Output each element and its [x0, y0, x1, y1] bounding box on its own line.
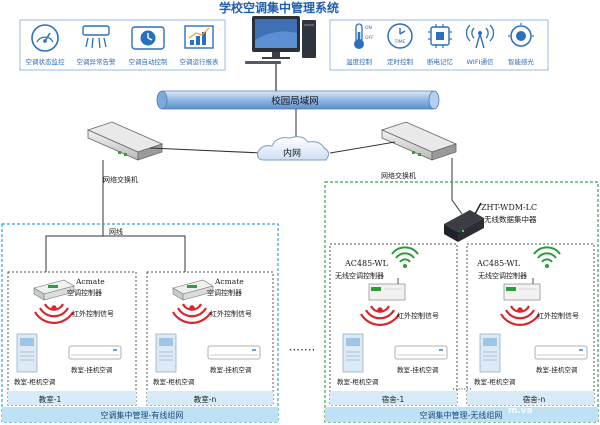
light-sensor-icon — [508, 23, 534, 47]
wireless-network-group: AC485-WL 无线空调控制器 红外控制信号 教 — [324, 181, 599, 423]
feature-power-memory: 断电记忆 — [427, 57, 454, 66]
intranet-cloud-icon: 内网 — [257, 136, 330, 161]
feature-status-monitor: 空调状态监控 — [26, 57, 66, 66]
wall-ac-icon — [394, 345, 448, 360]
feature-auto-control: 空调自动控制 — [129, 57, 169, 66]
off-label: OFF — [365, 35, 374, 41]
wall-ac-label: 教室-挂机空调 — [71, 365, 112, 374]
wired-group-footer: 空调集中管理-有线组网 — [101, 410, 184, 420]
computer-icon — [245, 16, 316, 64]
cabinet-ac-icon — [342, 333, 364, 373]
controller-name: 空调控制器 — [207, 288, 242, 297]
ir-signal-icon — [171, 302, 213, 325]
cabinet-ac-label: 教室-柜机空调 — [153, 377, 194, 386]
gateway-name: 无线数据集中器 — [484, 214, 537, 224]
timer-icon-text: TIME — [394, 39, 406, 45]
page-title: 学校空调集中管理系统 — [219, 0, 339, 15]
ac485-controller-icon — [503, 278, 541, 301]
controller-brand: Acmate — [214, 277, 244, 286]
wifi-signal-icon — [391, 246, 419, 268]
memory-chip-icon — [428, 24, 452, 48]
feature-alarm: 空调异常告警 — [77, 57, 117, 66]
left-feature-panel: 空调状态监控 空调异常告警 空调自动控制 空调运行报表 — [19, 19, 226, 71]
controller-brand: Acmate — [75, 277, 105, 286]
ir-signal-icon — [499, 304, 541, 327]
acmate-controller-icon — [172, 279, 214, 301]
wall-ac-label: 教室-挂机空调 — [397, 365, 438, 374]
room-name: 宿舍-1 — [382, 394, 405, 404]
wired-network-group: Acmate 空调控制器 红外控制信号 教室-柜机空调 教室-挂机空调 教室-1 — [1, 223, 279, 423]
cabinet-ac-icon — [155, 333, 177, 373]
ellipsis-separator: ······· — [289, 343, 316, 357]
campus-lan-bus: 校园局域网 — [156, 90, 440, 110]
ellipsis-separator-wireless: ······· — [452, 385, 472, 395]
wall-ac-icon — [534, 345, 588, 360]
feature-report: 空调运行报表 — [180, 57, 220, 66]
room-name: 教室-n — [194, 394, 217, 404]
wireless-room-1: AC485-WL 无线空调控制器 红外控制信号 教 — [329, 243, 458, 406]
on-label: ON — [365, 25, 372, 31]
wall-ac-icon — [207, 345, 261, 360]
wifi-tower-icon — [465, 24, 495, 49]
wall-ac-label: 教室-挂机空调 — [536, 365, 577, 374]
campus-lan-label: 校园局域网 — [271, 95, 319, 107]
cabinet-ac-label: 教室-柜机空调 — [474, 377, 515, 386]
room-name: 宿舍-n — [523, 394, 546, 404]
gateway-model: ZHT-WDM-LC — [481, 203, 537, 212]
ir-signal-label: 红外控制信号 — [537, 311, 579, 320]
feature-light-sensing: 智能感光 — [508, 57, 535, 66]
wireless-room-n: AC485-WL 无线空调控制器 红外控制信号 教 — [466, 243, 595, 406]
ir-signal-label: 红外控制信号 — [210, 309, 252, 318]
wall-ac-label: 教室-挂机空调 — [210, 365, 251, 374]
intranet-label: 内网 — [283, 147, 301, 159]
thermometer-icon: ON OFF — [354, 23, 374, 49]
right-feature-panel: ON OFF TIME — [329, 19, 549, 71]
controller-name: 无线空调控制器 — [335, 271, 384, 280]
wireless-group-footer: 空调集中管理-无线组网 — [420, 410, 503, 420]
ac-alarm-icon — [82, 25, 110, 49]
network-switch-right-icon — [380, 121, 458, 161]
wifi-signal-icon — [533, 246, 561, 268]
gauge-icon — [31, 24, 59, 52]
feature-temperature: 温度控制 — [346, 57, 373, 66]
cabinet-ac-icon — [16, 333, 38, 373]
clock-icon — [131, 26, 165, 50]
wireless-concentrator-icon — [444, 202, 484, 242]
cabinet-ac-icon — [479, 333, 501, 373]
wired-room-n: Acmate 空调控制器 红外控制信号 教室-柜机空调 教室-挂机空调 教室-n — [146, 271, 274, 406]
ir-signal-label: 红外控制信号 — [72, 309, 114, 318]
acmate-controller-icon — [33, 279, 75, 301]
cabinet-ac-label: 教室-柜机空调 — [337, 377, 378, 386]
ir-signal-icon — [33, 302, 75, 325]
timer-icon: TIME — [387, 23, 413, 49]
controller-name: 空调控制器 — [67, 288, 102, 297]
network-switch-left-icon — [86, 121, 164, 161]
ir-signal-label: 红外控制信号 — [397, 311, 439, 320]
ac485-controller-icon — [368, 278, 406, 301]
feature-timer: 定时控制 — [387, 57, 414, 66]
cabinet-ac-label: 教室-柜机空调 — [14, 377, 55, 386]
switch-left-label: 网络交换机 — [103, 175, 138, 184]
controller-model: AC485-WL — [476, 259, 521, 268]
switch-right-label: 网络交换机 — [381, 171, 416, 180]
feature-wifi: WIFI通信 — [467, 57, 494, 66]
watermark: m.va — [508, 406, 533, 416]
wired-room-1: Acmate 空调控制器 红外控制信号 教室-柜机空调 教室-挂机空调 教室-1 — [7, 271, 137, 406]
report-chart-icon — [184, 25, 214, 49]
controller-name: 无线空调控制器 — [478, 271, 527, 280]
room-name: 教室-1 — [39, 394, 62, 404]
wall-ac-icon — [68, 345, 122, 360]
wire-label: 网线 — [109, 227, 123, 236]
controller-model: AC485-WL — [344, 259, 389, 268]
ir-signal-icon — [359, 304, 401, 327]
